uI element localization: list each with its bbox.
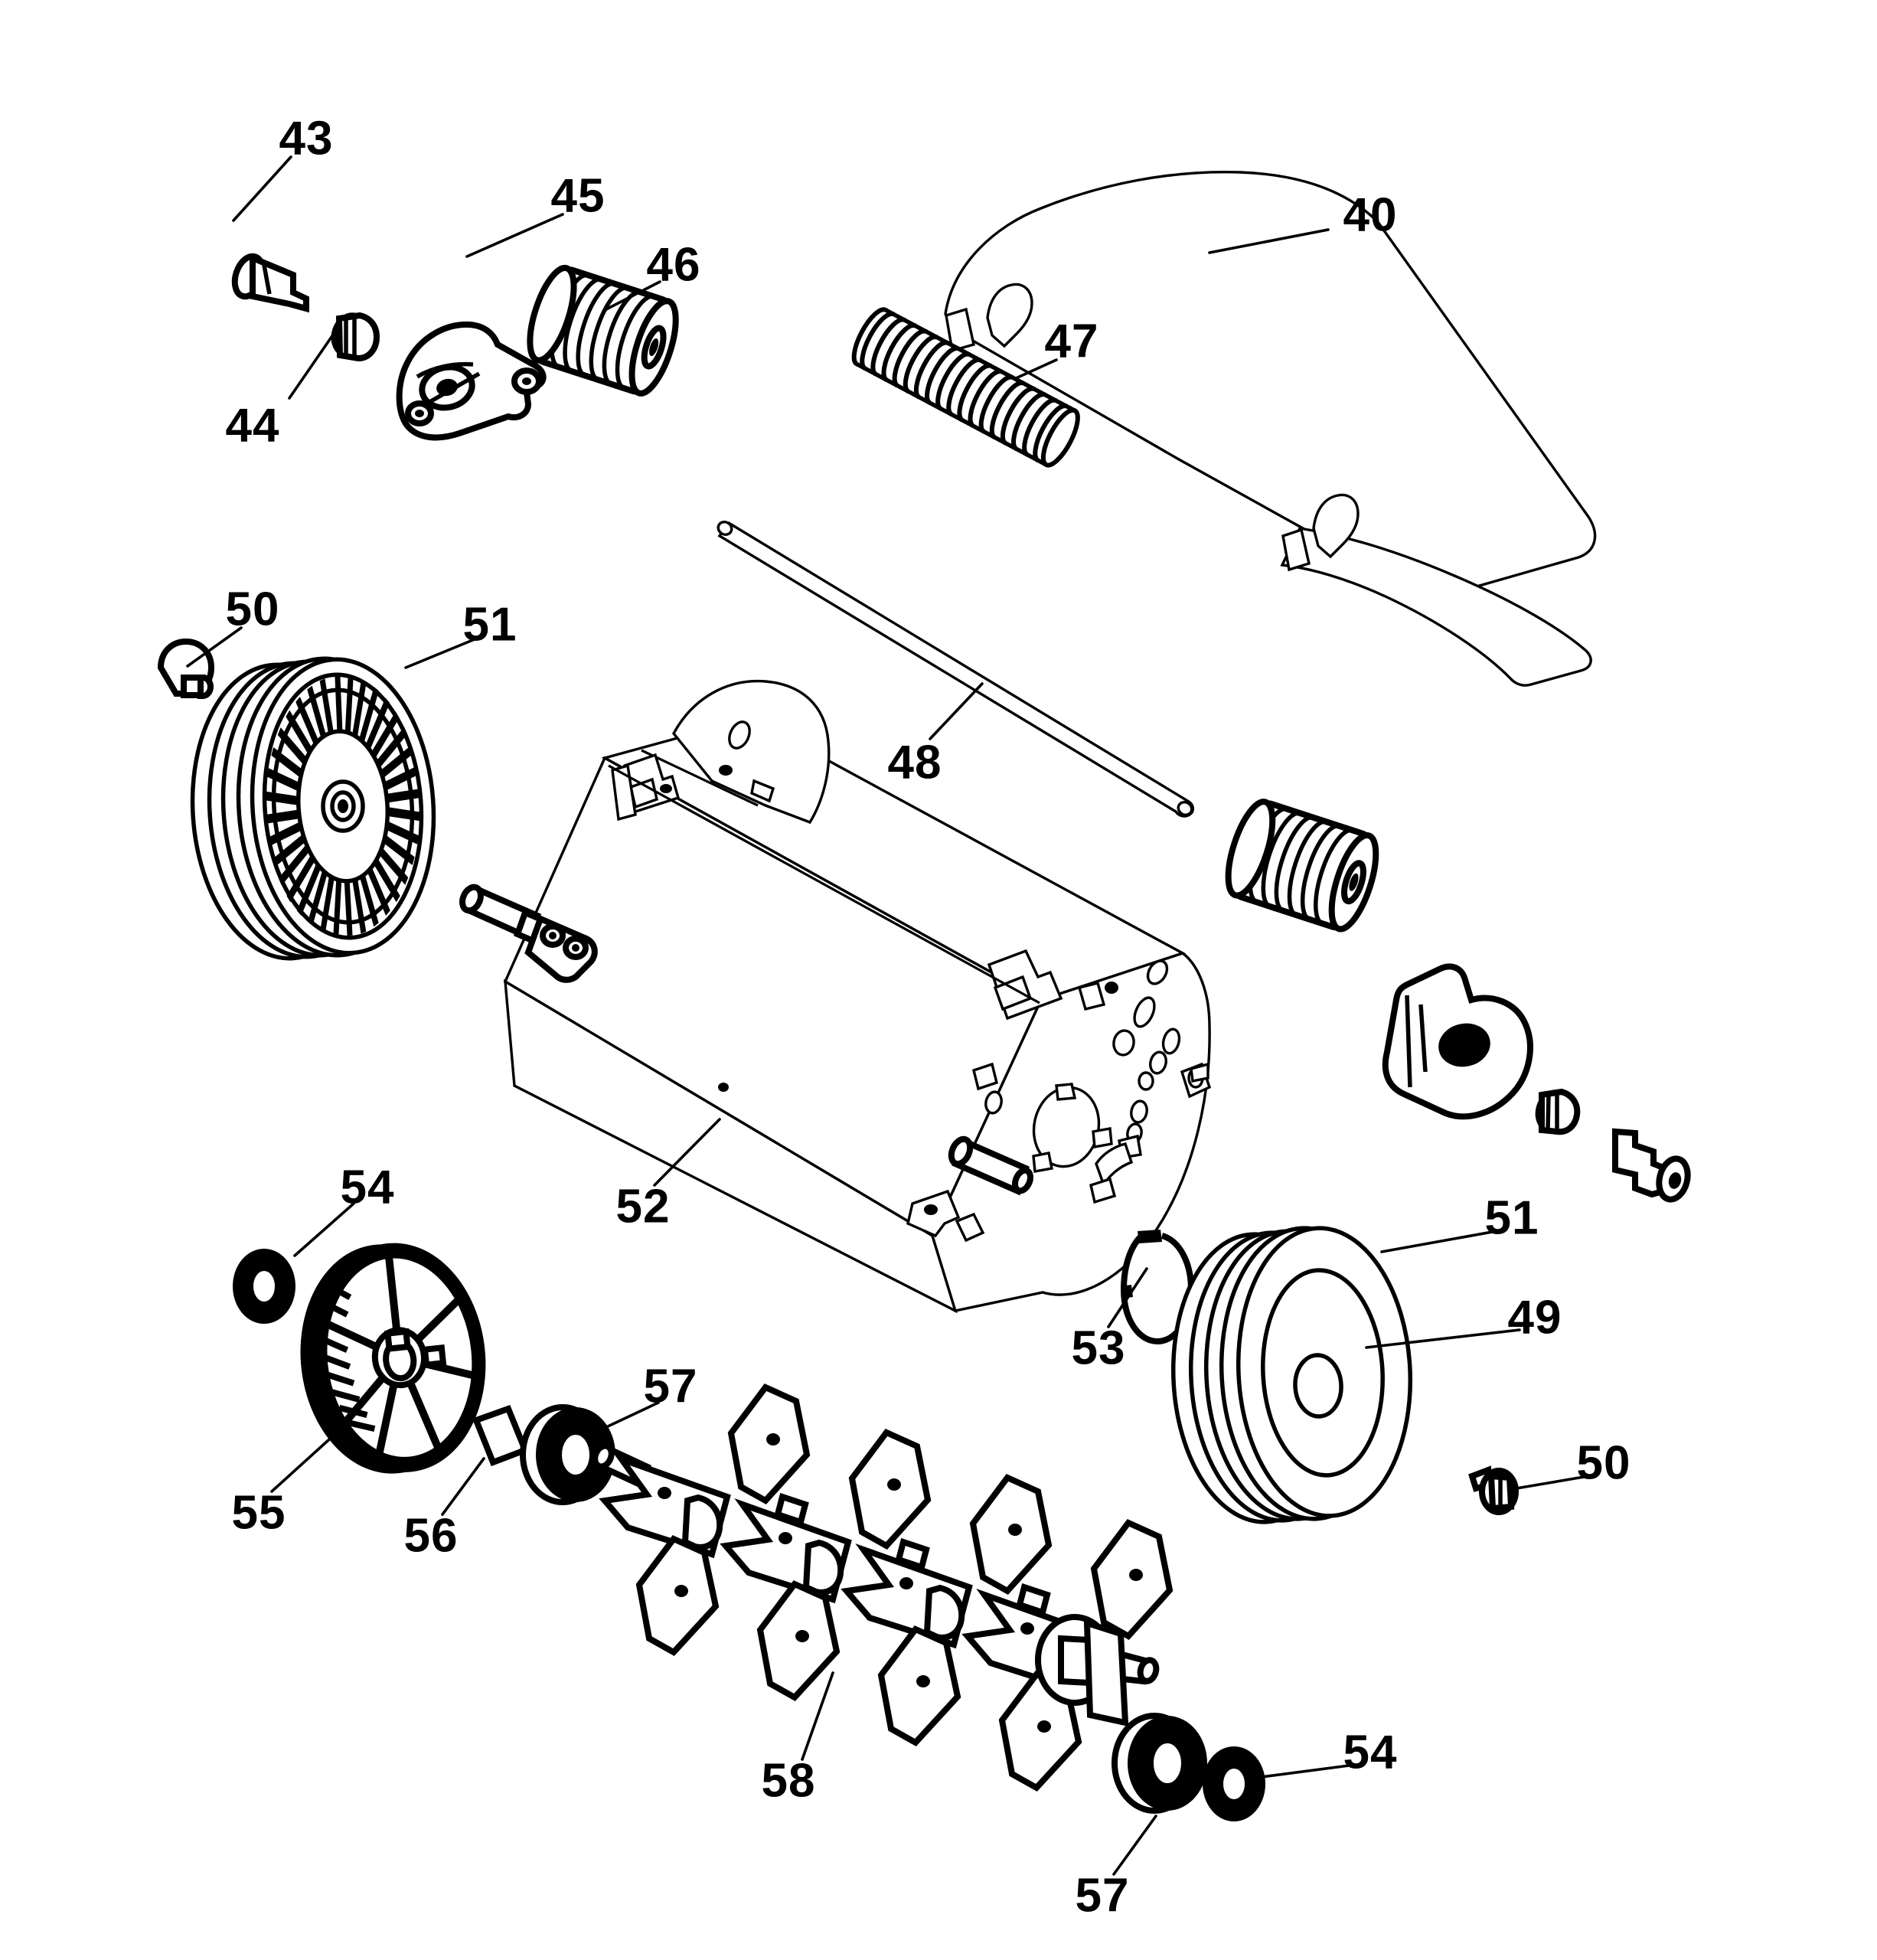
callout-number-52: 52 xyxy=(616,1180,671,1233)
blade-group-4 xyxy=(961,1519,1174,1792)
leader-line-46 xyxy=(603,280,661,312)
callout-number-54: 54 xyxy=(1343,1726,1398,1779)
leader-line-44 xyxy=(288,328,338,400)
leader-line-55 xyxy=(270,1424,346,1493)
part-43-shoulder-bolt-right xyxy=(1612,1128,1691,1203)
callout-number-54: 54 xyxy=(341,1161,395,1214)
callout-number-58: 58 xyxy=(762,1754,816,1807)
part-54-washer-right xyxy=(1203,1746,1265,1821)
callout-47-compression-spring: 47 xyxy=(1013,315,1099,381)
part-55-drive-pulley-gear xyxy=(300,1243,486,1474)
part-58-flail-blade-reel xyxy=(592,1383,1174,1792)
callout-56-woodruff-key: 56 xyxy=(404,1457,485,1562)
callout-43-shoulder-bolt-left: 43 xyxy=(232,112,334,222)
callout-number-40: 40 xyxy=(1343,188,1398,241)
part-57-bearing-right xyxy=(1112,1713,1207,1814)
blade-group-1 xyxy=(599,1383,811,1657)
leader-line-43 xyxy=(232,155,292,222)
callout-number-45: 45 xyxy=(551,169,606,222)
callout-54-washer-right: 54 xyxy=(1254,1726,1398,1779)
callout-number-51: 51 xyxy=(463,598,517,651)
callout-number-43: 43 xyxy=(279,112,334,165)
blade-group-3 xyxy=(841,1474,1053,1747)
callout-number-46: 46 xyxy=(647,238,701,291)
part-54-washer-left xyxy=(233,1249,295,1324)
callout-57-bearing-left: 57 xyxy=(592,1360,698,1435)
leader-line-53 xyxy=(1107,1267,1148,1328)
callout-45-height-adjust-bracket-left: 45 xyxy=(465,169,606,258)
part-52-main-housing xyxy=(459,679,1212,1314)
callout-44-bushing-cap-left: 44 xyxy=(226,328,338,452)
part-47-compression-spring xyxy=(851,307,1080,468)
callout-52-main-housing: 52 xyxy=(616,1118,721,1233)
part-51-49-wheel-right xyxy=(1170,1226,1413,1524)
part-44-bushing-cap-right xyxy=(1535,1088,1581,1135)
leader-line-52 xyxy=(653,1118,721,1187)
leader-line-56 xyxy=(441,1457,485,1516)
callout-number-48: 48 xyxy=(888,736,942,789)
leader-line-40 xyxy=(1208,228,1330,254)
part-51-wheel-left xyxy=(190,656,436,961)
leader-line-50 xyxy=(1510,1475,1590,1491)
callout-50-push-nut-left: 50 xyxy=(186,583,280,668)
callout-number-50: 50 xyxy=(226,583,280,635)
part-50-push-nut-right xyxy=(1468,1465,1519,1515)
callout-number-55: 55 xyxy=(232,1486,286,1539)
callout-number-51: 51 xyxy=(1485,1191,1539,1244)
callout-number-49: 49 xyxy=(1508,1291,1562,1344)
part-48-axle-rod xyxy=(717,521,1195,818)
leader-line-58 xyxy=(801,1671,834,1761)
callout-50-push-nut-right: 50 xyxy=(1510,1436,1631,1491)
callout-number-50: 50 xyxy=(1577,1436,1631,1489)
blade-group-2 xyxy=(720,1429,932,1702)
part-46-spring-bumper-left xyxy=(527,264,679,397)
callout-57-bearing-right: 57 xyxy=(1076,1815,1157,1922)
callout-40-deck-cover-shield: 40 xyxy=(1208,188,1398,254)
leader-line-51 xyxy=(404,638,476,669)
callout-number-53: 53 xyxy=(1072,1321,1126,1374)
leader-line-49 xyxy=(1365,1328,1521,1349)
leader-line-54 xyxy=(1254,1763,1356,1779)
callout-number-47: 47 xyxy=(1045,315,1099,368)
part-44-bushing-cap-left xyxy=(331,312,380,362)
callout-55-drive-pulley-gear: 55 xyxy=(232,1424,346,1539)
callout-number-57: 57 xyxy=(1076,1869,1130,1922)
leader-line-57 xyxy=(1112,1815,1157,1876)
part-50-push-nut-left xyxy=(157,638,215,699)
leader-line-57 xyxy=(592,1401,660,1435)
callout-number-56: 56 xyxy=(404,1509,459,1562)
leader-line-54 xyxy=(293,1202,355,1257)
part-40-deck-cover xyxy=(944,170,1597,687)
leader-line-50 xyxy=(186,626,243,668)
callout-58-flail-blade-reel: 58 xyxy=(762,1671,834,1807)
callout-number-57: 57 xyxy=(644,1360,698,1413)
wheel-spokes-left xyxy=(265,676,421,936)
leader-line-45 xyxy=(465,213,564,258)
callout-46-spring-bumper-left: 46 xyxy=(603,238,701,312)
callout-53-retaining-ring: 53 xyxy=(1072,1267,1148,1374)
callout-49-tire-right: 49 xyxy=(1365,1291,1562,1349)
part-46-spring-bumper-right xyxy=(1225,799,1379,933)
callout-layer: 40 43 44 45 46 47 48 49 50 50 51 51 52 53 54 54 55 56 57 57… xyxy=(186,112,1631,1922)
callout-51-wheel-left: 51 xyxy=(404,598,517,669)
part-53-retaining-ring xyxy=(1120,1230,1195,1345)
housing-endplate-holes xyxy=(948,959,1212,1243)
callout-number-44: 44 xyxy=(226,399,280,452)
part-43-shoulder-bolt-left xyxy=(231,253,309,313)
part-45-bracket-left xyxy=(396,321,547,441)
leader-line-48 xyxy=(929,682,984,740)
part-56-woodruff-key xyxy=(472,1404,530,1467)
part-45-bracket-right xyxy=(1382,963,1533,1120)
callout-48-axle-rod: 48 xyxy=(888,682,984,789)
callout-51-wheel-right: 51 xyxy=(1380,1191,1539,1253)
leader-line-47 xyxy=(1013,358,1058,381)
leader-line-51 xyxy=(1380,1230,1498,1253)
callout-54-washer-left: 54 xyxy=(293,1161,395,1257)
